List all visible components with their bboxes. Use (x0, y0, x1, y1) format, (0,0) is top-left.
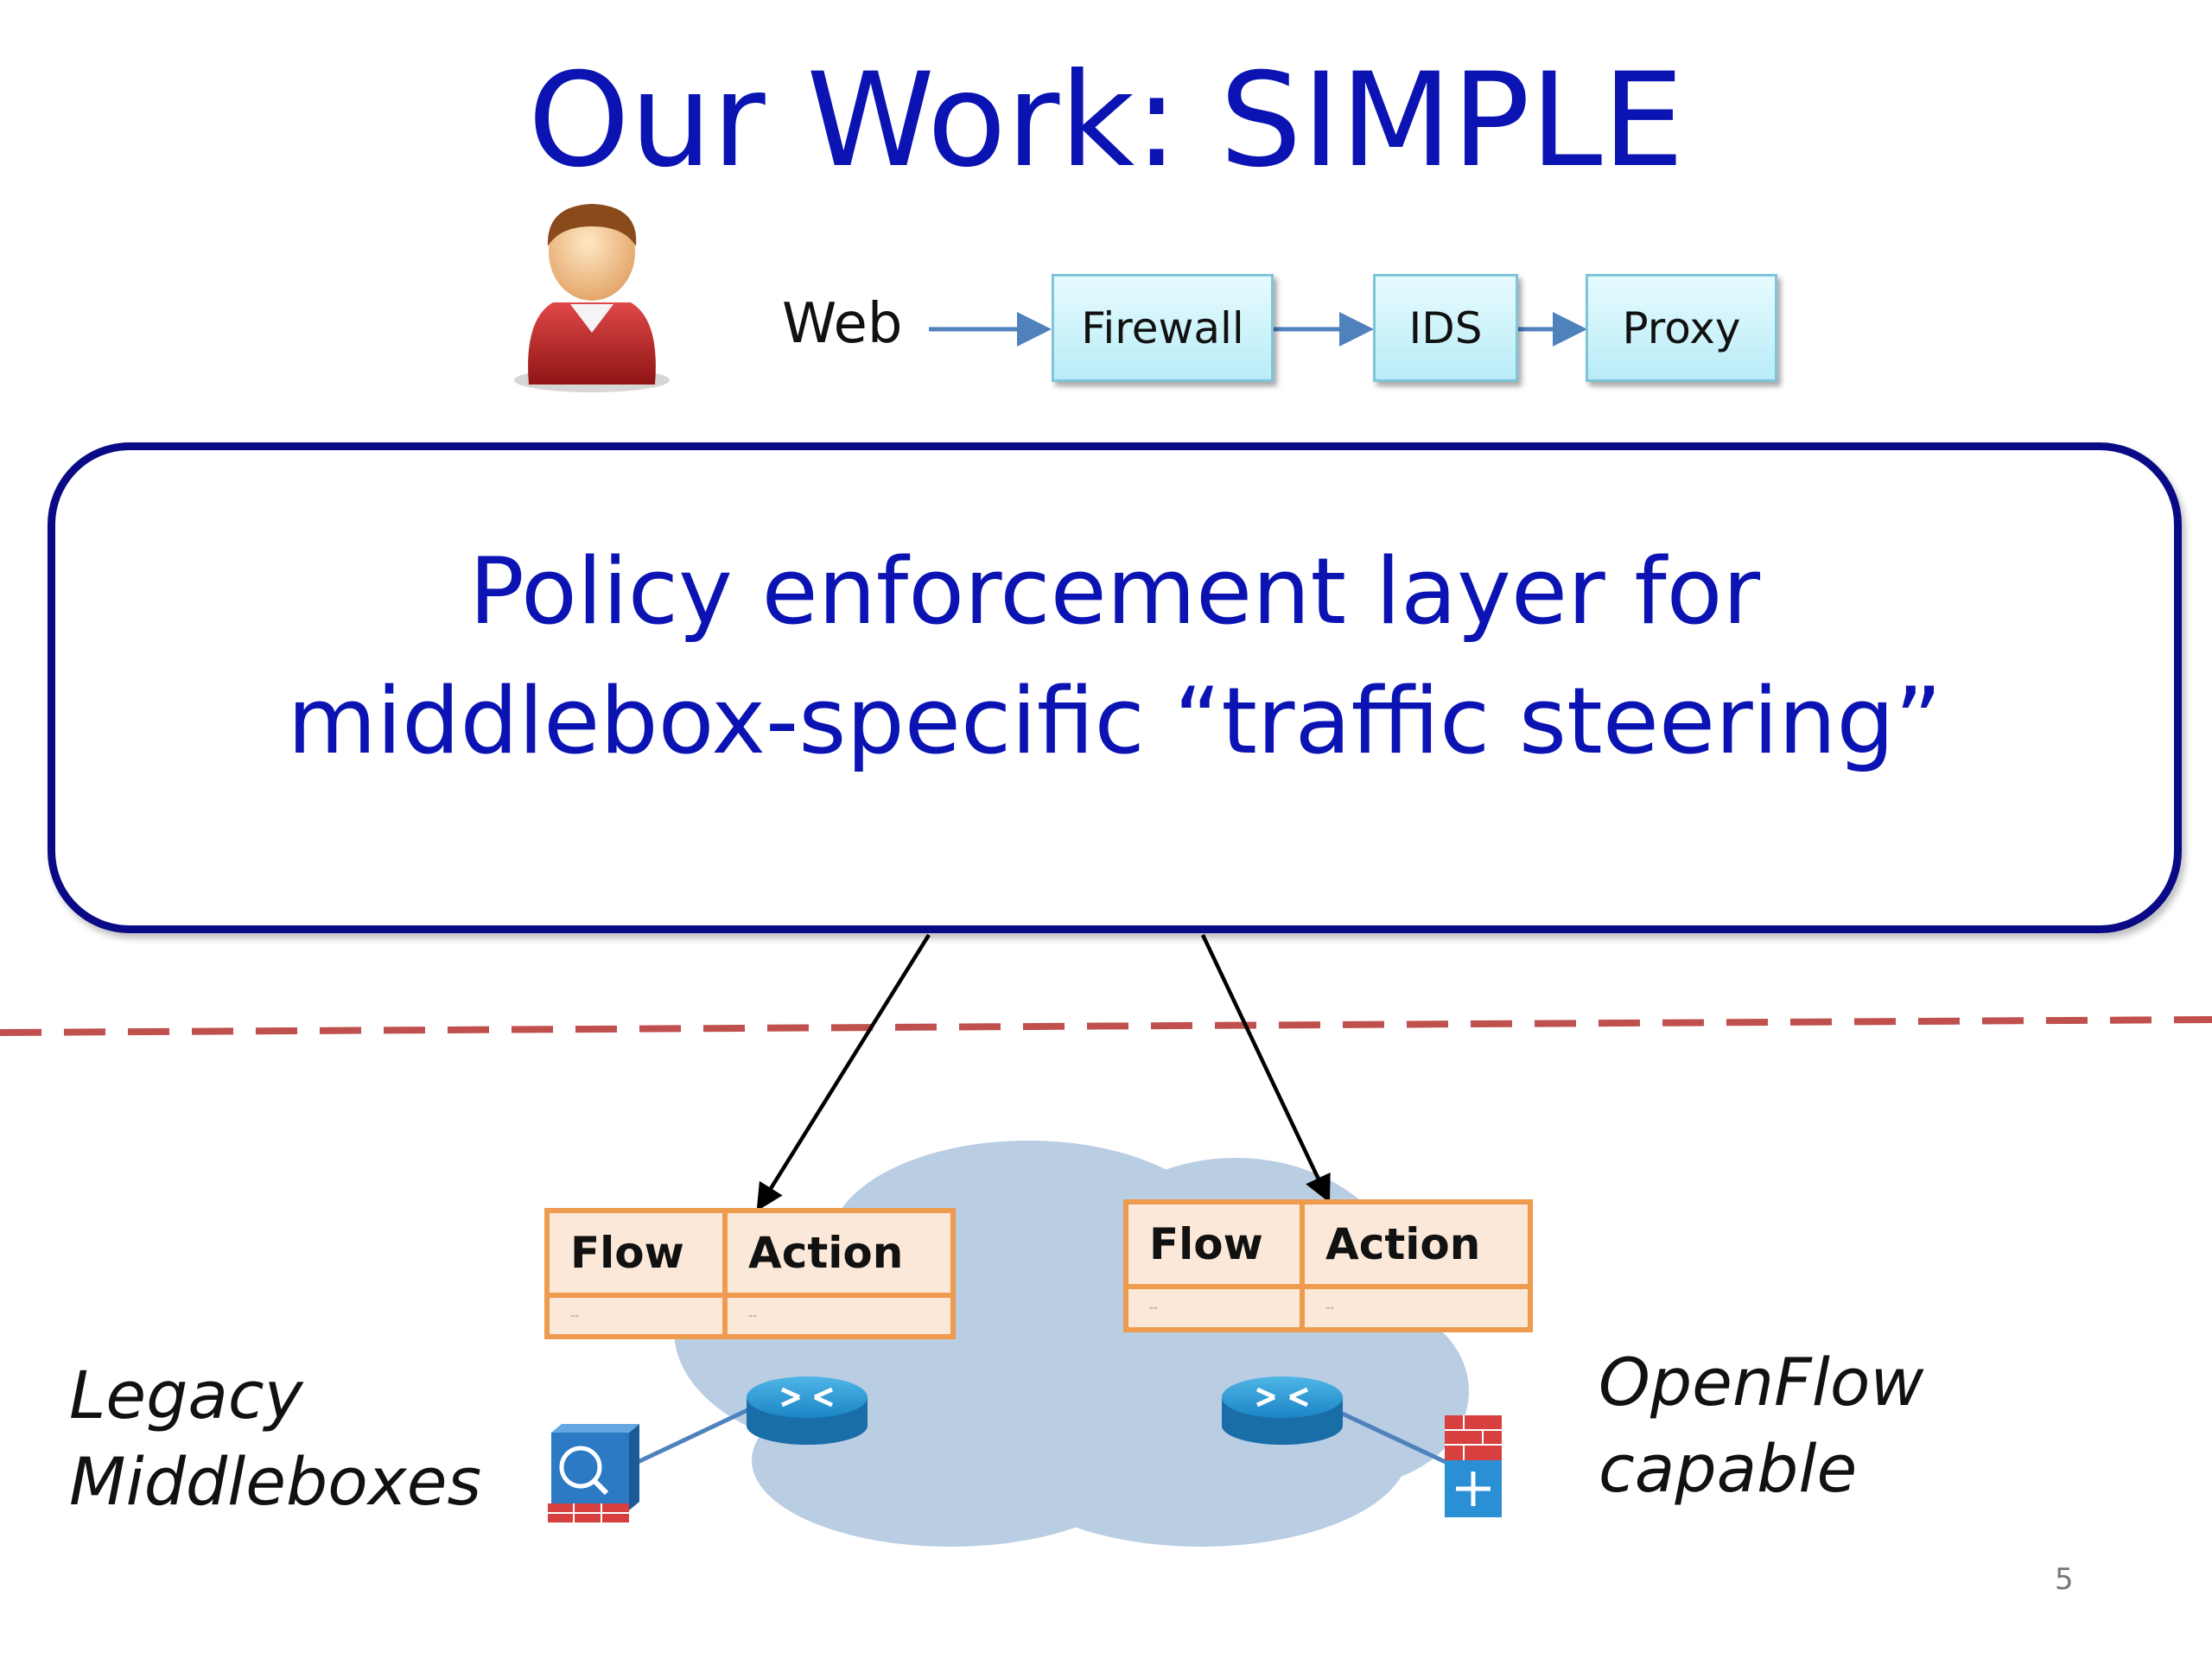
action-header: Action (722, 1213, 950, 1293)
proxy-box: Proxy (1586, 274, 1777, 382)
flow-table-left: Flow Action -- -- (544, 1208, 956, 1339)
firewall-box: Firewall (1052, 274, 1274, 382)
slide-title: Our Work: SIMPLE (527, 46, 1685, 196)
router-icon (1222, 1376, 1343, 1445)
legacy-middlebox-icon (548, 1424, 639, 1522)
ids-label: IDS (1408, 302, 1483, 353)
openflow-middlebox-icon (1445, 1415, 1502, 1517)
flow-cell: -- (1149, 1301, 1159, 1315)
policy-line-1: Policy enforcement layer for (468, 538, 1761, 645)
legacy-label-line1: Legacy (69, 1357, 303, 1433)
page-number: 5 (2055, 1562, 2074, 1597)
policy-enforcement-layer (48, 442, 2182, 933)
web-source-label: Web (782, 292, 903, 356)
action-header: Action (1300, 1205, 1528, 1284)
router-icon (747, 1376, 868, 1445)
openflow-label-line1: OpenFlow (1599, 1344, 1924, 1421)
flow-header: Flow (570, 1228, 684, 1278)
proxy-label: Proxy (1622, 302, 1741, 353)
ids-box: IDS (1373, 274, 1518, 382)
dashed-separator (0, 1016, 2212, 1036)
legacy-label-line2: Middleboxes (69, 1443, 482, 1520)
action-cell: -- (722, 1298, 950, 1334)
flow-header: Flow (1149, 1219, 1263, 1269)
flow-table-right: Flow Action -- -- (1123, 1199, 1533, 1332)
openflow-label-line2: capable (1599, 1430, 1858, 1507)
firewall-label: Firewall (1081, 302, 1244, 353)
policy-line-2: middlebox-specific “traffic steering” (287, 668, 1942, 774)
flow-cell: -- (570, 1309, 580, 1323)
user-icon (514, 204, 670, 392)
action-cell: -- (1300, 1289, 1528, 1327)
